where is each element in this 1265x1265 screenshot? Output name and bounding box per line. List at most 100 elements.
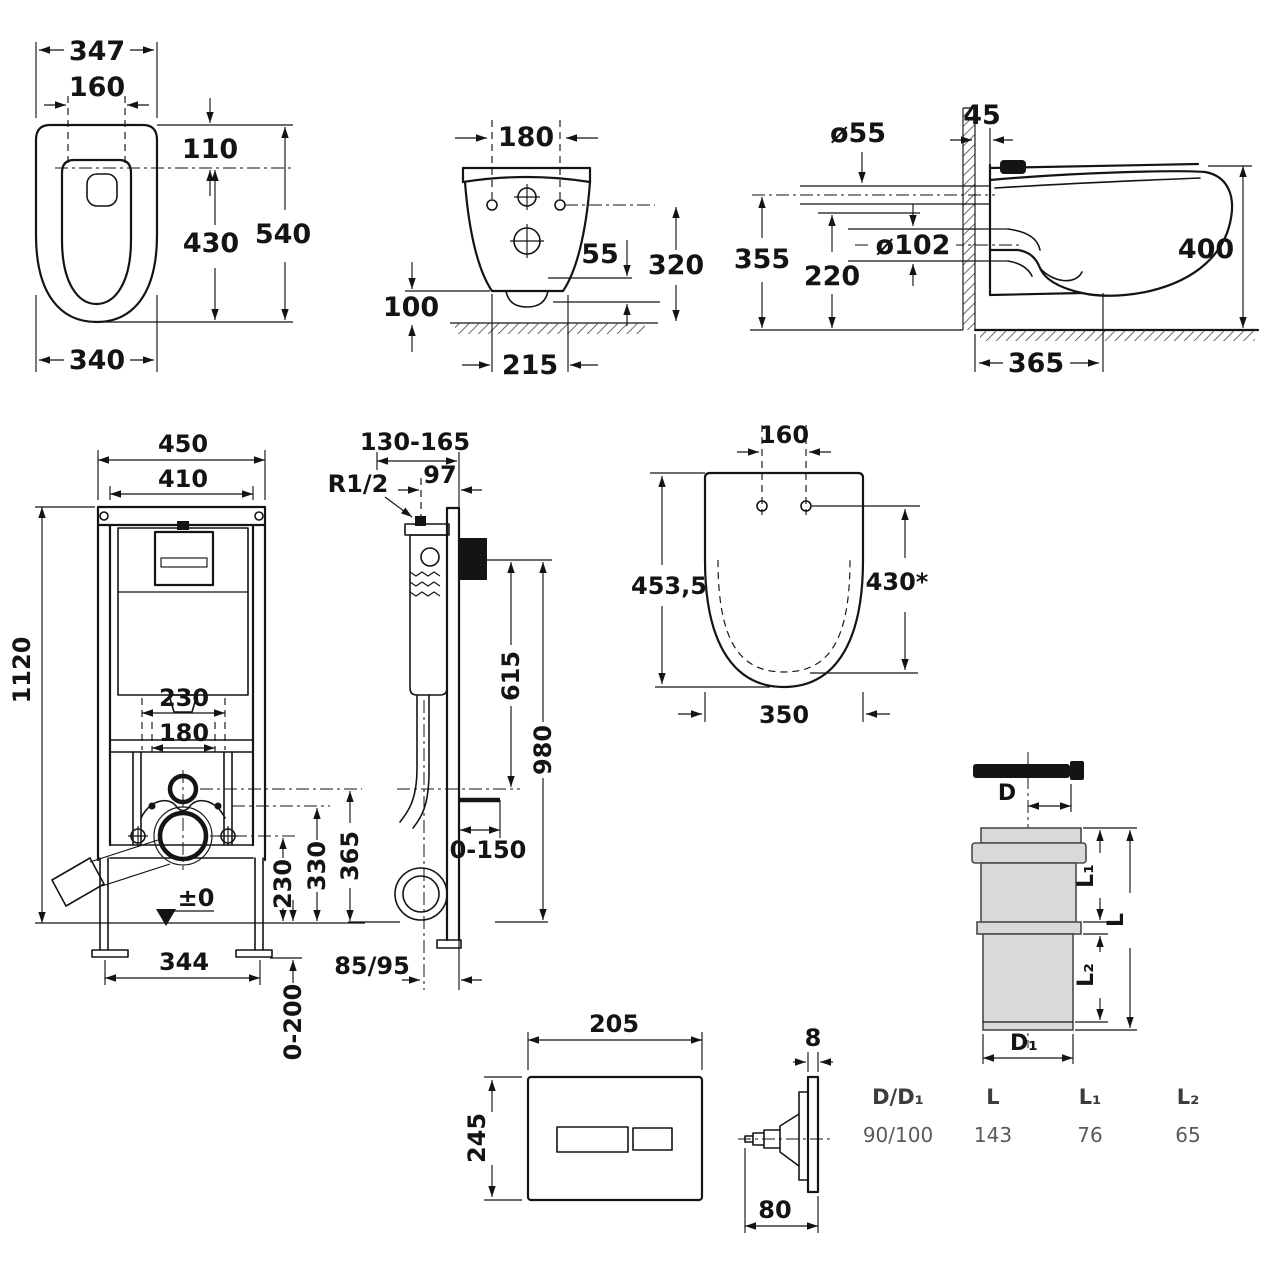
dim-rear-clearance: 100 (383, 292, 439, 323)
side-foot (436, 939, 462, 949)
dim-plan-hinge-spacing: 160 (69, 72, 125, 103)
seat-opening (60, 158, 133, 306)
dim-flush-height: 615 (497, 651, 525, 701)
pipe-flange (971, 842, 1087, 864)
table-header-l1: L₁ (1079, 1085, 1102, 1109)
dim-floor-level: ±0 (178, 884, 215, 912)
seat-outline (703, 471, 865, 689)
table-value-l1: 76 (1077, 1123, 1102, 1147)
dim-frame-width: 450 (158, 430, 208, 458)
frame-legs (99, 857, 264, 951)
dim-rear-outlet-width: 215 (502, 350, 558, 381)
seat-hinge-black (1000, 160, 1026, 174)
dim-rear-outlet-drop: 55 (581, 239, 619, 270)
flush-plate-side (806, 1075, 820, 1194)
dim-plan-total-depth: 540 (255, 219, 311, 250)
level-marker (156, 909, 176, 926)
pipe-rim (980, 827, 1082, 844)
dim-pipe-l: L (1104, 913, 1129, 927)
view-toilet-rear: 180 55 320 100 215 (383, 120, 704, 381)
dim-bracket-spacing: 230 (159, 684, 209, 712)
dim-seat-inner-length: 430* (866, 568, 929, 596)
view-frame-side: 130-165 97 R1/2 615 980 0-150 85/95 (328, 428, 557, 990)
dim-plan-bowl-width: 340 (69, 345, 125, 376)
dim-seat-total-length: 453,5 (631, 572, 707, 600)
fixing-hole-left (486, 199, 498, 211)
dim-plate-width: 205 (589, 1010, 639, 1038)
dim-fixing-spacing-frame: 180 (159, 719, 209, 747)
dim-plan-hinge-offset: 110 (182, 134, 238, 165)
dim-side-outlet-height: 220 (804, 261, 860, 292)
table-value-l2: 65 (1175, 1123, 1200, 1147)
cistern-side (409, 534, 448, 696)
wall-hatch (963, 108, 975, 330)
table-value-l: 143 (974, 1123, 1012, 1147)
dim-feet-spacing: 344 (159, 948, 209, 976)
view-frame-front: 450 410 1120 230 180 230 330 365 ±0 344 (8, 430, 365, 1060)
view-seat: 160 453,5 430* 350 (631, 421, 929, 729)
dim-seat-hinge-spacing: 160 (759, 421, 809, 449)
cistern (117, 527, 249, 696)
dim-plate-depth: 80 (758, 1196, 791, 1224)
dim-frame-height: 1120 (8, 637, 36, 704)
dim-pipe-height: 330 (303, 841, 331, 891)
dim-depth-range: 130-165 (360, 428, 470, 456)
pipe-rod (973, 764, 1070, 778)
floor-hatch-side (980, 330, 1255, 341)
dim-pipe-d: D (998, 781, 1016, 806)
dim-seat-width: 350 (759, 701, 809, 729)
dim-axis-height: 365 (336, 831, 364, 881)
dim-pipe-l2: L₂ (1074, 963, 1099, 987)
flush-button-small (632, 1127, 673, 1151)
dim-drain-offset: 85/95 (334, 952, 410, 980)
table-header-l2: L₂ (1177, 1085, 1200, 1109)
dim-plate-thickness: 8 (805, 1024, 822, 1052)
outlet-curve (505, 290, 549, 308)
pipe-upper-body (980, 862, 1077, 925)
dim-pipe-l1: L₁ (1074, 864, 1099, 888)
bowl-outline (34, 123, 159, 324)
dim-rear-fixing-spacing: 180 (498, 122, 554, 153)
flush-inlet-hole (86, 173, 118, 207)
frame-side-rail (445, 506, 461, 942)
rear-body (463, 180, 592, 293)
table-value-dd1: 90/100 (863, 1123, 933, 1147)
dim-side-fixing-depth: 45 (963, 100, 1001, 131)
dim-side-inlet-dia: ø55 (830, 118, 886, 149)
dim-plate-height: 245 (463, 1113, 491, 1163)
ground-hatch-rear (455, 323, 645, 334)
table-header-dd1: D/D₁ (872, 1085, 924, 1109)
tank-lid (461, 175, 592, 184)
view-flush-plate: 205 245 8 80 (463, 1010, 833, 1233)
inspection-box (153, 530, 215, 587)
dim-side-inlet-height: 355 (734, 244, 790, 275)
pipe-lower-body (982, 933, 1074, 1031)
dim-plan-total-width: 347 (69, 36, 125, 67)
corner-brace (51, 857, 105, 907)
plate-spindle (744, 1113, 800, 1167)
dim-pipe-d1: D₁ (1010, 1031, 1038, 1056)
dim-rear-hinge-height: 320 (648, 250, 704, 281)
drain-elbow (394, 867, 448, 921)
foot-plate-left (91, 949, 129, 958)
view-extension-pipe: D L₁ L₂ L D₁ (971, 752, 1137, 1064)
fixing-hole-right (554, 199, 566, 211)
dim-plan-bowl-depth: 430 (183, 228, 239, 259)
view-toilet-plan: 347 160 110 430 540 340 (34, 36, 311, 376)
foot-plate-right (235, 949, 273, 958)
dim-conn-depth: 97 (423, 461, 456, 489)
pipe-joint (976, 921, 1082, 935)
flush-plate-front (526, 1075, 704, 1202)
wall-mount-block (459, 538, 487, 580)
dim-water-conn: R1/2 (328, 470, 389, 498)
table-header-l: L (986, 1085, 999, 1109)
view-toilet-side: 45 ø55 ø102 355 220 400 365 (734, 100, 1260, 379)
dim-side-depth: 365 (1008, 348, 1064, 379)
dim-side-total-height: 400 (1178, 234, 1234, 265)
flush-button-large (556, 1126, 629, 1153)
dim-side-outlet-dia: ø102 (876, 230, 951, 261)
dim-panel-height: 980 (529, 725, 557, 775)
pipe-dimension-table: D/D₁ L L₁ L₂ 90/100 143 76 65 (863, 1085, 1201, 1147)
